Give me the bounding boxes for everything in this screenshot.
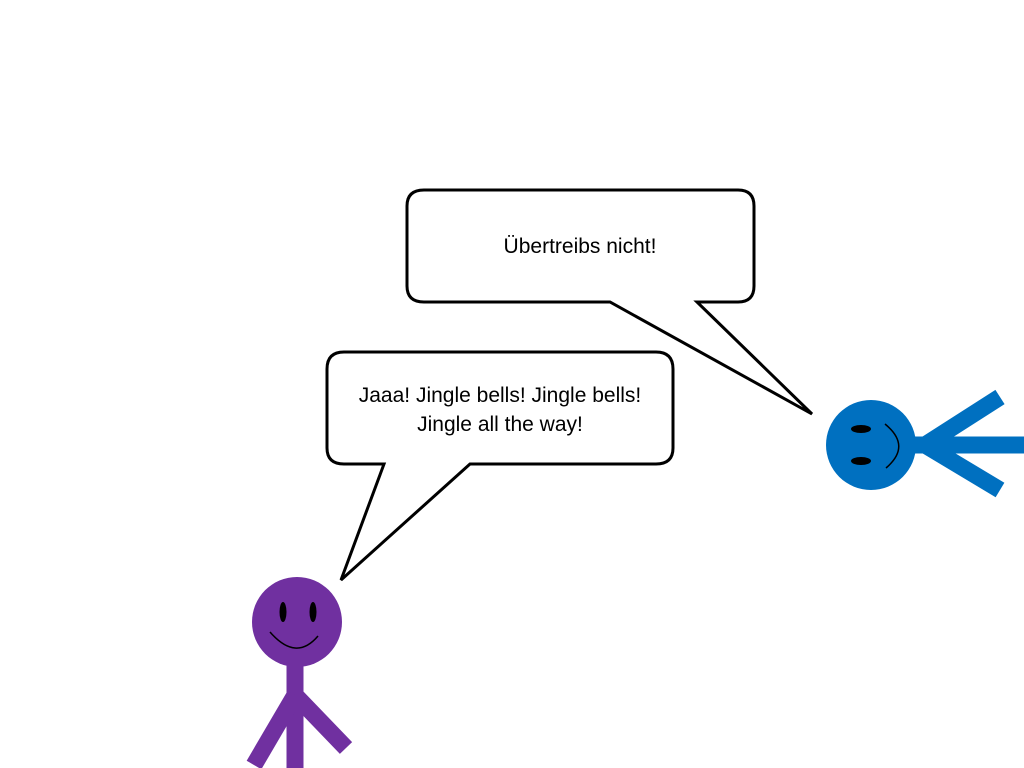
purple-stick-figure-icon [246,577,353,768]
speech-line: Übertreibs nicht! [503,235,657,258]
speech-line: Jaaa! Jingle bells! Jingle bells! [358,384,642,407]
speech-bubble-purple [325,350,675,582]
speech-line: Jingle all the way! [417,413,583,436]
blue-stick-figure-icon [826,389,1024,498]
speech-text-blue: Übertreibs nicht! [408,232,752,261]
speech-bubble-blue [405,188,814,416]
speech-text-purple: Jaaa! Jingle bells! Jingle bells! Jingle… [328,381,672,439]
